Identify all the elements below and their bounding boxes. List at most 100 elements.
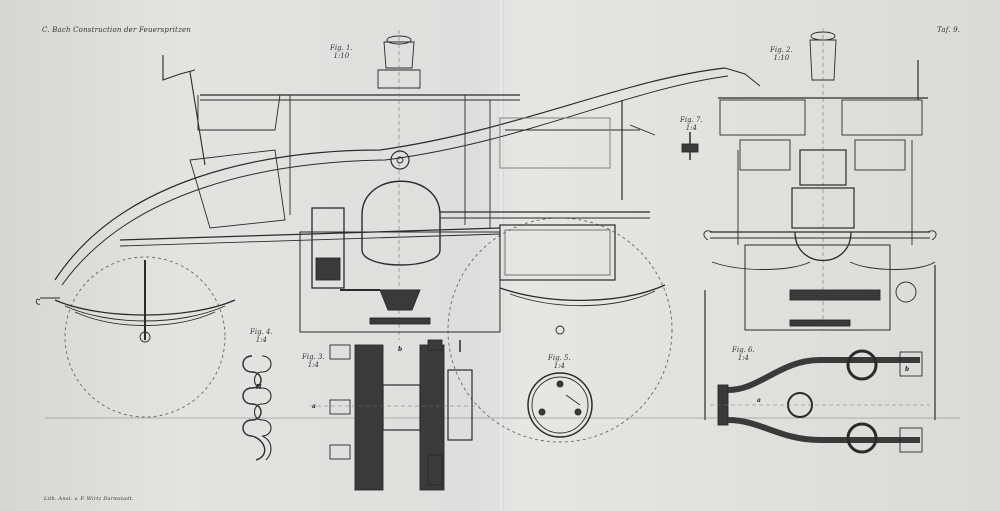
fig1-frame-rail-front-2	[119, 233, 501, 247]
fig2-seat-left	[719, 99, 806, 136]
fig1-front-wheel	[64, 256, 226, 418]
fig6-lower-outlet	[899, 427, 923, 453]
fig1-scale: 1:10	[333, 52, 350, 60]
fig4-curve	[242, 355, 266, 461]
fig1-water-box	[499, 224, 616, 281]
fig1-valve-block	[379, 289, 421, 311]
fig1-cylinder-piston	[315, 257, 341, 281]
fig1-drawbar	[35, 297, 60, 305]
fig6-mark-b: b	[905, 366, 910, 373]
fig6-mark-a: a	[757, 397, 761, 404]
lithographer-imprint: Lith. Anst. v. F. Wirtz Darmstadt.	[44, 496, 134, 502]
fig6-title: Fig. 6.	[732, 346, 755, 354]
fig4-caption: Fig. 4. 1:4	[250, 328, 273, 344]
fig7-caption: Fig. 7. 1:4	[680, 116, 703, 132]
fig1-pump-chamber	[361, 180, 441, 266]
fig2-spring-left	[711, 261, 811, 270]
fig5-caption: Fig. 5. 1:4	[548, 354, 571, 370]
fig5-title: Fig. 5.	[548, 354, 571, 362]
fig3-top-nut	[427, 339, 443, 351]
fig1-rear-spring-2	[509, 290, 656, 307]
fig4-title: Fig. 4.	[250, 328, 273, 336]
fig3-chamber	[382, 384, 421, 431]
fig2-hook-right	[927, 230, 937, 241]
fig1-pivot-hub	[390, 150, 410, 170]
fig1-rear-spring	[499, 284, 666, 302]
fig5-key	[565, 394, 581, 406]
fig1-caption: Fig. 1. 1:10	[330, 44, 353, 60]
fig1-seat-box	[197, 94, 281, 131]
fig2-caption: Fig. 2. 1:10	[770, 46, 793, 62]
fig1-title: Fig. 1.	[330, 44, 353, 52]
fig1-hose-reel	[499, 117, 611, 169]
fig1-front-hub	[139, 331, 151, 343]
fig2-scale: 1:10	[773, 54, 790, 62]
fig1-crank-handle	[162, 55, 196, 81]
fig2-tank-grate	[789, 319, 851, 327]
fig1-air-vessel-base	[377, 69, 421, 89]
fig3-flange-bot	[329, 444, 351, 460]
fig2-pump-cylinder	[791, 187, 855, 229]
fig6-branch-section	[710, 349, 930, 454]
fig5-flange-plan	[527, 372, 593, 438]
fig7-scale: 1:4	[685, 124, 697, 132]
fig4-profile	[242, 355, 272, 461]
fig2-box-left	[739, 139, 791, 171]
fig2-tank	[744, 244, 891, 331]
fig1-pump-tank	[299, 231, 501, 333]
fig1-lever-rod	[189, 71, 206, 166]
fig2-pump-bowl	[794, 231, 852, 262]
fig1-side-elevation	[35, 30, 761, 443]
fig1-frame-rail-front	[119, 227, 501, 241]
sheet-header-left: C. Bach Construction der Feuerspritzen	[42, 26, 192, 34]
fig2-pump-head	[799, 149, 847, 186]
fig5-scale: 1:4	[553, 362, 565, 370]
fig7-detail	[681, 132, 699, 160]
fig2-front-elevation	[690, 28, 960, 420]
fig3-mark-a: a	[312, 403, 316, 410]
fig1-air-vessel-dome	[383, 41, 415, 69]
fig6-upper-coupling	[846, 349, 878, 381]
fig5-bolt-right	[574, 408, 582, 416]
fig1-pivot-pin	[396, 156, 404, 164]
fig3-body-left	[354, 344, 384, 491]
fig3-valve-section	[310, 339, 480, 491]
fig2-title: Fig. 2.	[770, 46, 793, 54]
fig1-rear-wheel	[447, 217, 673, 443]
fig1-suction-hose-lower	[61, 75, 729, 286]
fig3-flange-top	[329, 344, 351, 360]
page-fold	[498, 0, 504, 511]
fig6-caption: Fig. 6. 1:4	[732, 346, 755, 362]
fig2-valve-bar	[789, 289, 881, 301]
fig3-mark-b: b	[398, 346, 403, 353]
sheet-header-right: Taf. 9.	[937, 26, 961, 34]
fig6-lower-coupling	[846, 422, 878, 454]
fig5-flange-outer	[527, 372, 593, 438]
fig3-bottom-nut	[427, 454, 443, 486]
fig1-tank-grate	[369, 317, 431, 325]
fig1-water-box-inner	[504, 229, 611, 276]
fig3-caption: Fig. 3. 1:4	[302, 353, 325, 369]
fig7-title: Fig. 7.	[680, 116, 703, 124]
fig6-lower-branch	[727, 417, 920, 443]
fig1-suction-hose-upper	[54, 67, 726, 281]
fig4-scale: 1:4	[255, 336, 267, 344]
fig1-hose-nozzle	[724, 67, 761, 87]
fig6-scale: 1:4	[737, 354, 749, 362]
fig3-scale: 1:4	[307, 361, 319, 369]
fig3-flange-mid	[329, 399, 351, 415]
fig2-spring-right	[849, 261, 936, 270]
fig5-flange-inner	[531, 376, 589, 434]
fig1-pump-cylinder	[311, 207, 345, 289]
fig4-curve-2	[253, 355, 272, 461]
fig2-hook-left	[703, 230, 713, 241]
fig2-box-right	[854, 139, 906, 171]
fig2-seat-right	[841, 99, 923, 136]
fig3-title: Fig. 3.	[302, 353, 325, 361]
fig1-rear-hub	[555, 325, 565, 335]
fig5-bolt-top	[556, 380, 564, 388]
fig5-bolt-left	[538, 408, 546, 416]
fig1-reel-handle	[629, 124, 656, 136]
